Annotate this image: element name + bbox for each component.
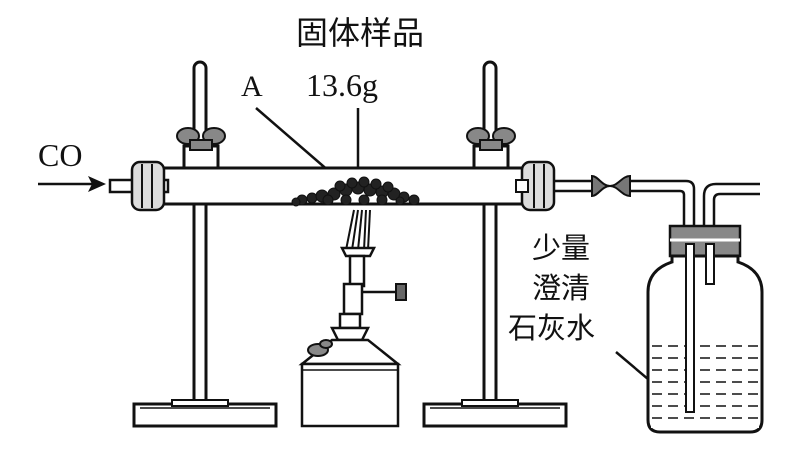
- solid-sample-pile: [291, 176, 420, 207]
- alcohol-burner: [298, 209, 407, 428]
- right-iron-stand: [422, 60, 568, 428]
- limewater-label-line3: 石灰水: [508, 311, 595, 345]
- sample-letter-label: A: [241, 70, 263, 103]
- right-clamp-wingnut-icon: [466, 127, 516, 151]
- co-inlet-arrow: [38, 176, 106, 192]
- letter-a-leader: [255, 107, 331, 173]
- sample-mass-label: 13.6g: [306, 67, 378, 103]
- limewater-label-line2: 澄清: [532, 271, 590, 305]
- limewater-bottle: [646, 224, 764, 434]
- left-iron-stand: [132, 60, 278, 428]
- burner-cap-icon: [307, 339, 333, 357]
- limewater-label-line1: 少量: [532, 231, 590, 265]
- sample-title-label: 固体样品: [296, 14, 424, 52]
- co-inlet-label: CO: [38, 137, 82, 173]
- connecting-tubing: [554, 174, 760, 236]
- left-clamp-wingnut-icon: [176, 127, 226, 151]
